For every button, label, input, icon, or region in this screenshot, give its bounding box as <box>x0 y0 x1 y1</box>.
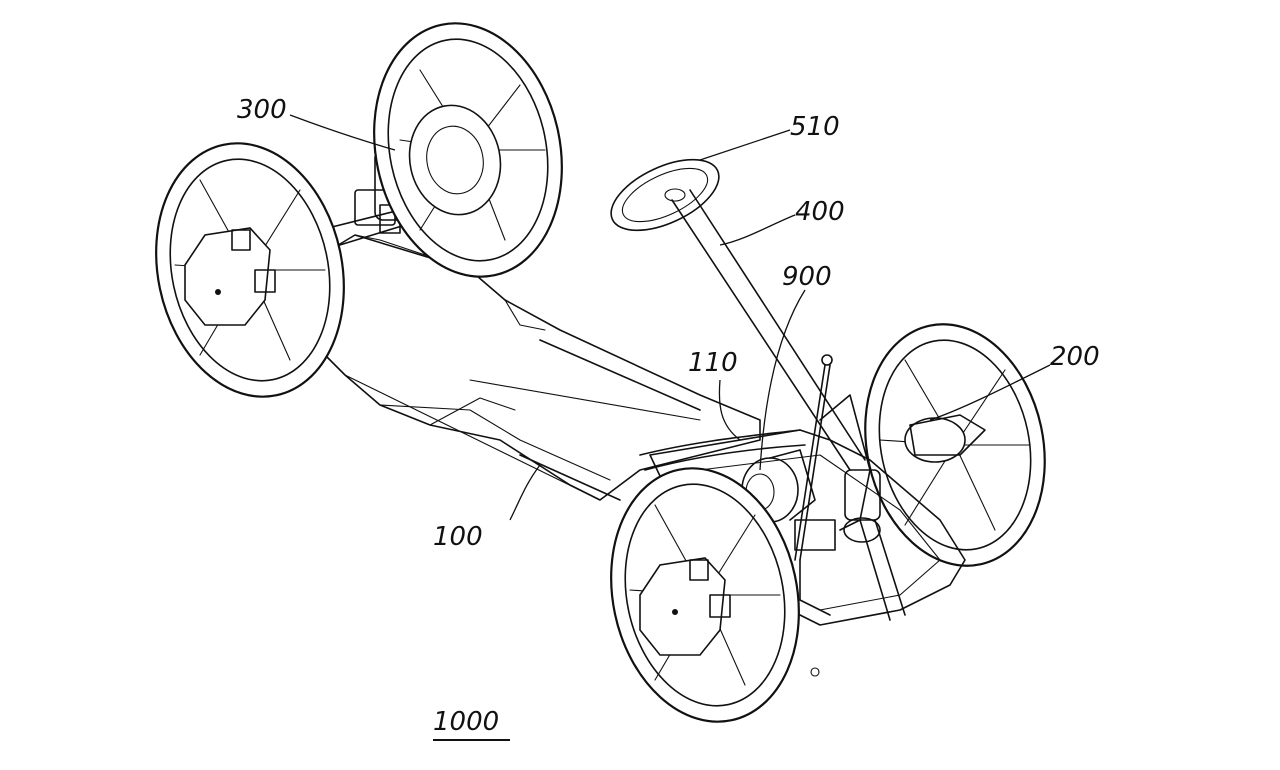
wheel-rear-top <box>373 22 563 278</box>
leader-lines <box>289 114 1051 521</box>
linkage-rod <box>794 354 833 616</box>
steering-wheel-510 <box>610 158 720 232</box>
wheel-front-left <box>610 467 820 723</box>
label-400: 400 <box>795 197 845 227</box>
label-200: 200 <box>1050 342 1100 372</box>
label-900: 900 <box>782 262 832 292</box>
label-110: 110 <box>688 348 738 378</box>
label-300: 300 <box>237 95 287 125</box>
label-510: 510 <box>790 112 840 142</box>
wheel-front-right <box>864 323 1046 567</box>
label-100: 100 <box>433 522 483 552</box>
chassis-frame <box>319 209 761 501</box>
wheel-rear-left <box>155 142 345 398</box>
label-1000: 1000 <box>433 707 499 737</box>
